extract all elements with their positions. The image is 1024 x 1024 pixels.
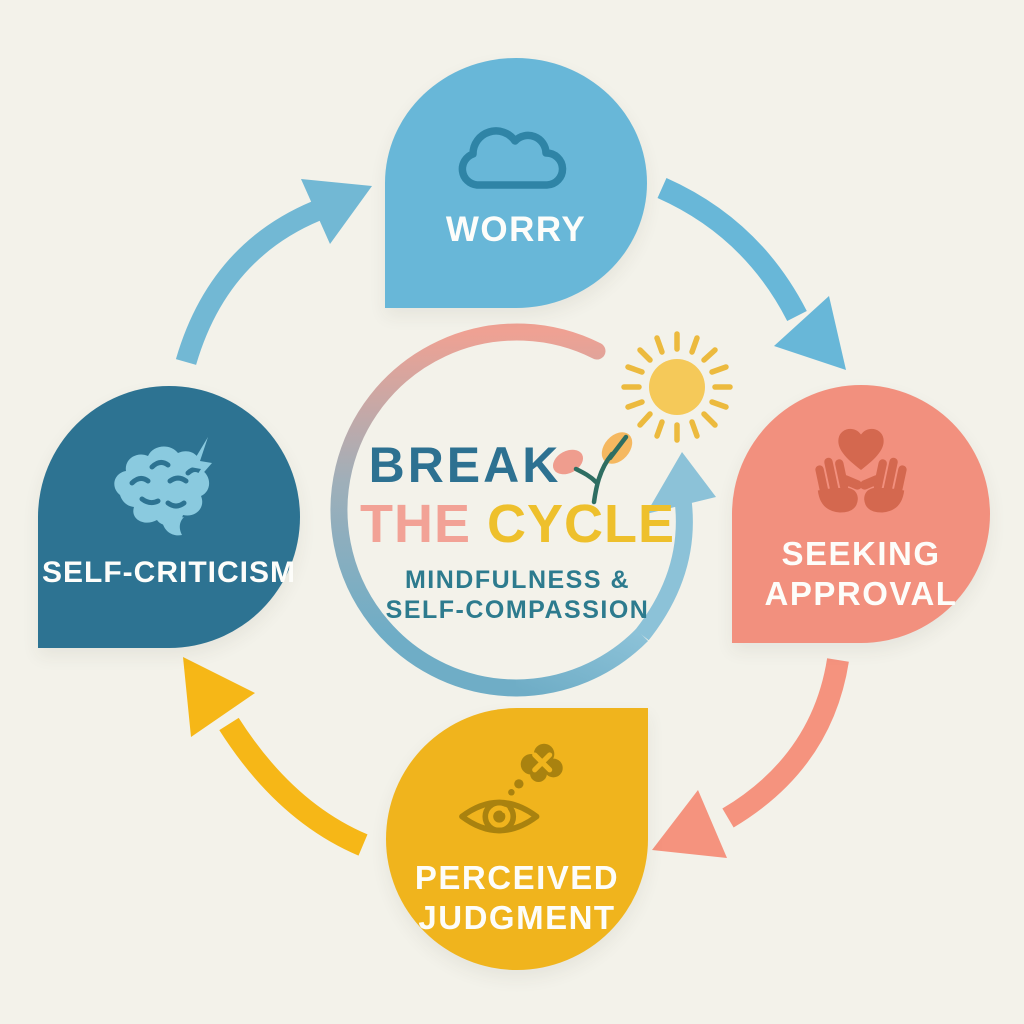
node-worry-label: WORRY: [445, 209, 587, 249]
node-perceived-judgment: PERCEIVED JUDGMENT: [386, 708, 648, 970]
node-self-criticism: SELF-CRITICISM: [38, 386, 300, 648]
bubble-x-icon: [532, 752, 553, 773]
title-the: THE: [359, 494, 471, 554]
subtitle: MINDFULNESS & SELF-COMPASSION: [330, 566, 705, 625]
title-break: BREAK: [368, 437, 562, 493]
subtitle-line1: MINDFULNESS &: [404, 566, 631, 594]
hands-heart-icon: [815, 428, 907, 513]
cloud-icon: [458, 126, 567, 189]
node-perceived-judgment-label: PERCEIVED JUDGMENT: [414, 858, 620, 936]
arrow-judgment-to-selfcriticism: [183, 657, 368, 856]
node-seeking-approval: SEEKING APPROVAL: [732, 385, 990, 643]
arrow-approval-to-judgment: [652, 658, 849, 858]
heart-icon: [838, 428, 884, 470]
node-worry: WORRY: [385, 58, 647, 308]
lightning-bolt-icon: [184, 436, 212, 495]
brain-lightning-icon: [114, 436, 212, 536]
left-hand-icon: [815, 457, 863, 513]
title-the-cycle: THE CYCLE: [330, 497, 705, 551]
title-cycle: CYCLE: [487, 494, 676, 554]
center-title: BREAK THE CYCLE MINDFULNESS & SELF-COMPA…: [330, 440, 705, 625]
subtitle-line2: SELF-COMPASSION: [385, 595, 650, 624]
node-seeking-approval-label: SEEKING APPROVAL: [764, 534, 958, 612]
center-ring-arrow: [330, 323, 716, 697]
sun-icon: [621, 331, 733, 443]
eye-thought-icon: [459, 743, 563, 834]
sprout-icon: [552, 432, 633, 505]
arrow-worry-to-approval: [657, 177, 846, 370]
eye-icon: [459, 799, 540, 834]
arrow-selfcriticism-to-worry: [175, 179, 372, 365]
ring-arrowhead-icon: [646, 452, 716, 514]
node-self-criticism-label: SELF-CRITICISM: [42, 555, 296, 589]
right-hand-icon: [859, 457, 907, 513]
